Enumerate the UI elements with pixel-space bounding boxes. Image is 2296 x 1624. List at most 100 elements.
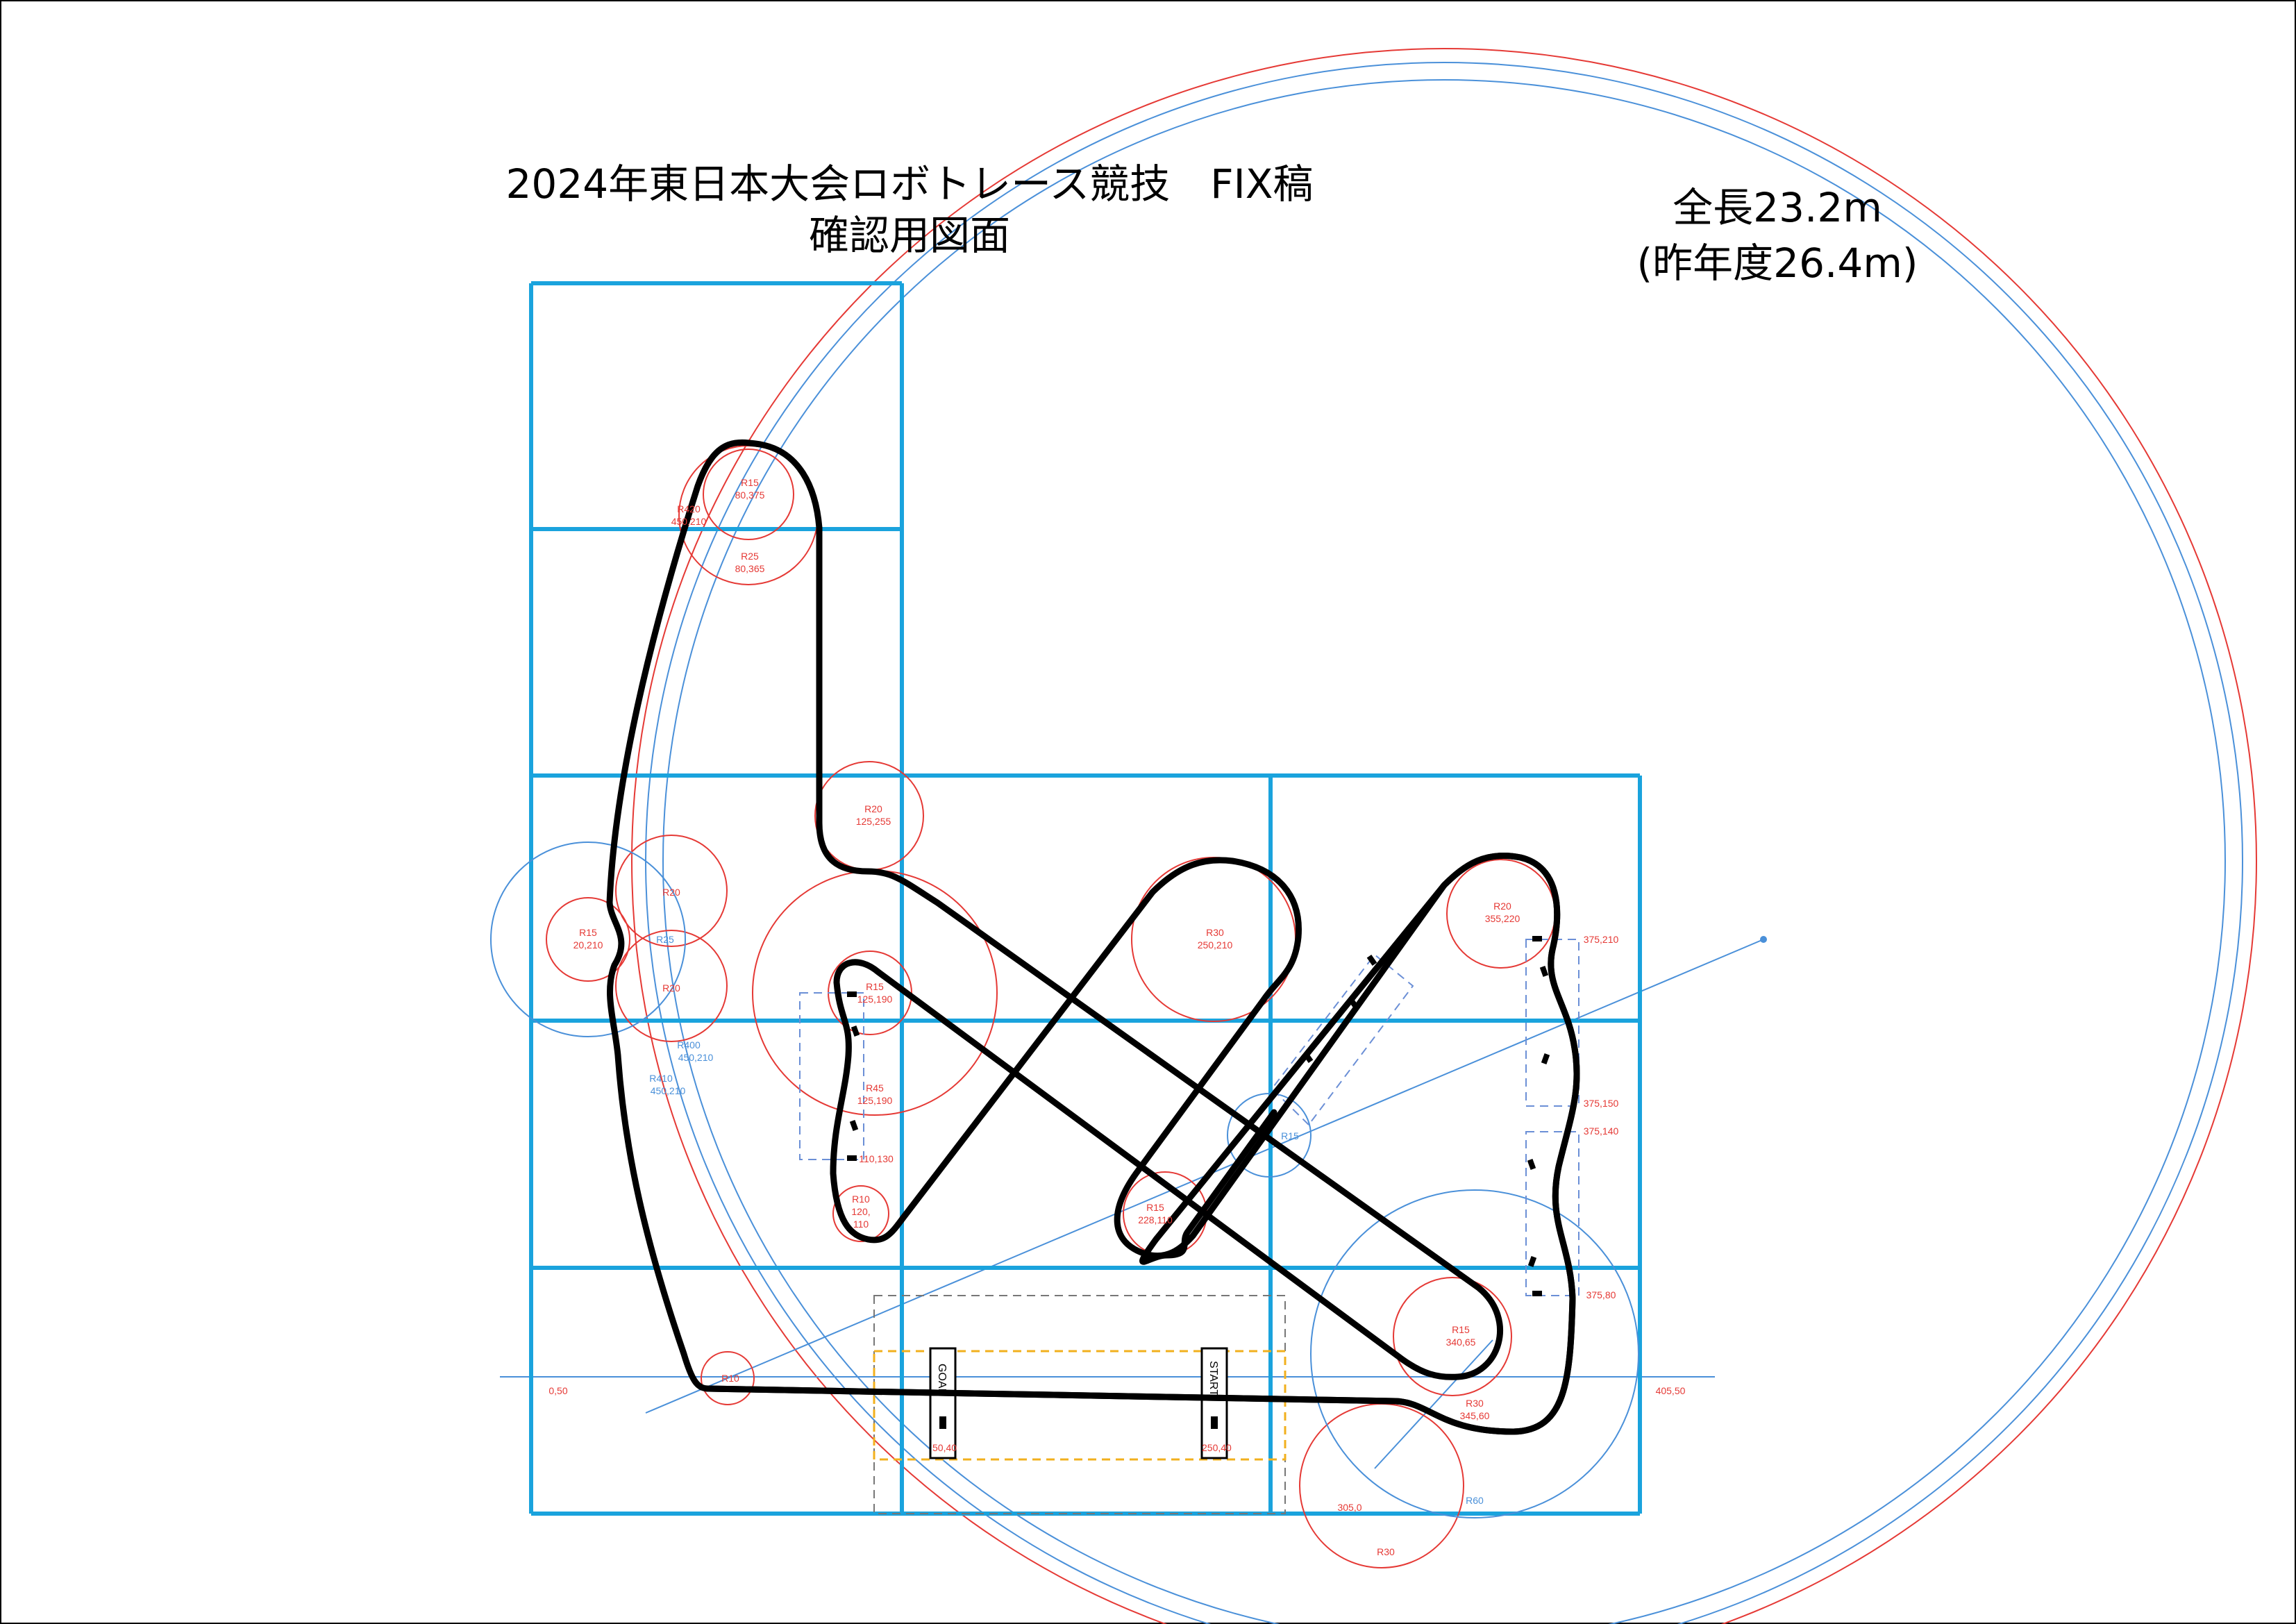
label-r15-228-110: R15: [1146, 1202, 1164, 1213]
side-marker: [1302, 1051, 1314, 1064]
blue-annotations: R25 R400 450,210 R410 450,210 R15 R60: [649, 934, 1484, 1506]
red-annotations: R15 80,375 R25 80,365 R420 450,210 R20 1…: [548, 477, 1685, 1557]
arc-r420: [631, 48, 2257, 1624]
label-375-140: 375,140: [1584, 1125, 1619, 1137]
circle-r20-upper: [615, 835, 728, 947]
circle-r10-120-110: [832, 1185, 889, 1242]
label-r420-coord: 450,210: [671, 516, 707, 527]
label-r15-340-65-coord: 340,65: [1446, 1337, 1476, 1348]
label-r20-upper: R20: [662, 887, 680, 898]
side-marker: [1532, 936, 1542, 941]
start-label: START: [1207, 1361, 1219, 1396]
label-r400: R400: [677, 1039, 701, 1050]
label-r20-125-255-coord: 125,255: [856, 816, 891, 827]
side-marker: [1527, 1256, 1537, 1267]
gates: GOAL START 50,40 250,40: [929, 1347, 1232, 1459]
goal-label: GOAL: [936, 1364, 948, 1395]
label-r15-20-210-coord: 20,210: [573, 939, 603, 951]
goal-marker: [939, 1416, 946, 1429]
start-gate: [1200, 1347, 1228, 1459]
goal-gate: [929, 1347, 957, 1459]
circle-r10-bottom: [701, 1351, 755, 1405]
side-marker: [1527, 1159, 1536, 1170]
label-r30-345-60: R30: [1466, 1398, 1484, 1409]
drawing-title: 2024年東日本大会ロボトレース競技 FIX稿: [505, 160, 1314, 208]
label-r20-355-220-coord: 355,220: [1485, 913, 1520, 924]
start-area-inner: [873, 1350, 1287, 1461]
label-r15-80-375-coord: 80,375: [735, 489, 765, 501]
goal-coord: 50,40: [932, 1442, 957, 1453]
race-line-main: [606, 439, 1580, 1435]
circle-r20-lower: [615, 930, 728, 1042]
side-marker: [847, 991, 857, 997]
label-375-80: 375,80: [1586, 1289, 1616, 1300]
label-r15-228-110-coord: 228,110: [1138, 1214, 1173, 1225]
label-r420: R420: [677, 503, 701, 514]
label-r60: R60: [1466, 1495, 1484, 1506]
side-marker: [847, 1155, 857, 1161]
label-r15-125-190: R15: [866, 981, 884, 992]
label-405-50: 405,50: [1656, 1385, 1686, 1396]
side-marker: [1366, 954, 1377, 966]
label-r20-125-255: R20: [864, 803, 882, 814]
guide-endpoint: [1760, 936, 1767, 943]
label-r10-120-110: R10: [852, 1194, 870, 1205]
start-coord: 250,40: [1202, 1442, 1232, 1453]
side-marker: [850, 1026, 860, 1037]
label-375-210: 375,210: [1584, 934, 1619, 945]
circle-r15-20-210: [546, 897, 630, 982]
label-110-130: 110,130: [859, 1153, 894, 1164]
blue-radius-circles: [490, 842, 1639, 1518]
race-line: [606, 439, 1580, 1435]
circle-r25-mid: [490, 842, 686, 1037]
dashed-zones: [799, 939, 1579, 1514]
arc-r400: [662, 79, 2226, 1624]
side-marker: [1539, 966, 1549, 977]
label-r10-bottom: R10: [721, 1373, 739, 1384]
circle-r60: [1310, 1189, 1639, 1518]
label-r400-coord: 450,210: [678, 1052, 714, 1063]
label-r20-lower: R20: [662, 982, 680, 994]
label-r410: R410: [649, 1073, 673, 1084]
start-marker: [1211, 1416, 1218, 1429]
label-305-0: 305,0: [1337, 1502, 1361, 1513]
label-r15-80-375: R15: [741, 477, 759, 488]
label-r10-120-110-y: 110: [853, 1219, 869, 1230]
zone-right-upper: [1525, 939, 1579, 1107]
label-375-150: 375,150: [1584, 1098, 1619, 1109]
side-marker: [1532, 1291, 1542, 1296]
zone-left: [799, 992, 864, 1160]
side-marker: [1541, 1053, 1550, 1064]
side-marker: [849, 1120, 859, 1131]
label-r410-coord: 450,210: [651, 1085, 686, 1096]
circle-r15-340-65: [1393, 1277, 1512, 1396]
label-r45-125-190-coord: 125,190: [857, 1095, 893, 1106]
label-r25-80-365: R25: [741, 551, 759, 562]
zone-diagonal: [1271, 953, 1414, 1126]
label-r15-center: R15: [1281, 1130, 1299, 1141]
label-r30-bottom: R30: [1377, 1546, 1395, 1557]
label-r30-250-210-coord: 250,210: [1198, 939, 1233, 951]
circle-r15-center: [1227, 1093, 1312, 1178]
zone-right-lower: [1525, 1131, 1579, 1296]
side-marker: [1347, 996, 1358, 1008]
circle-r15-80-375: [703, 449, 794, 540]
side-markers: [847, 936, 1550, 1296]
label-0-50: 0,50: [548, 1385, 567, 1396]
total-length: 全長23.2m: [1673, 184, 1882, 231]
label-r20-355-220: R20: [1493, 901, 1511, 912]
label-r15-20-210: R15: [579, 927, 597, 938]
label-r30-250-210: R30: [1206, 927, 1224, 938]
label-r30-345-60-coord: 345,60: [1460, 1410, 1490, 1421]
label-r10-120-110-x: 120,: [851, 1206, 870, 1217]
drawing-subtitle: 確認用図面: [808, 212, 1010, 259]
previous-year-length: (昨年度26.4m): [1636, 240, 1918, 287]
label-r45-125-190: R45: [866, 1082, 884, 1094]
label-r25-mid: R25: [656, 934, 674, 945]
label-r15-340-65: R15: [1452, 1324, 1470, 1335]
r60-radius-line: [1374, 1339, 1493, 1469]
label-r25-80-365-coord: 80,365: [735, 563, 765, 574]
label-r15-125-190-coord: 125,190: [857, 994, 893, 1005]
